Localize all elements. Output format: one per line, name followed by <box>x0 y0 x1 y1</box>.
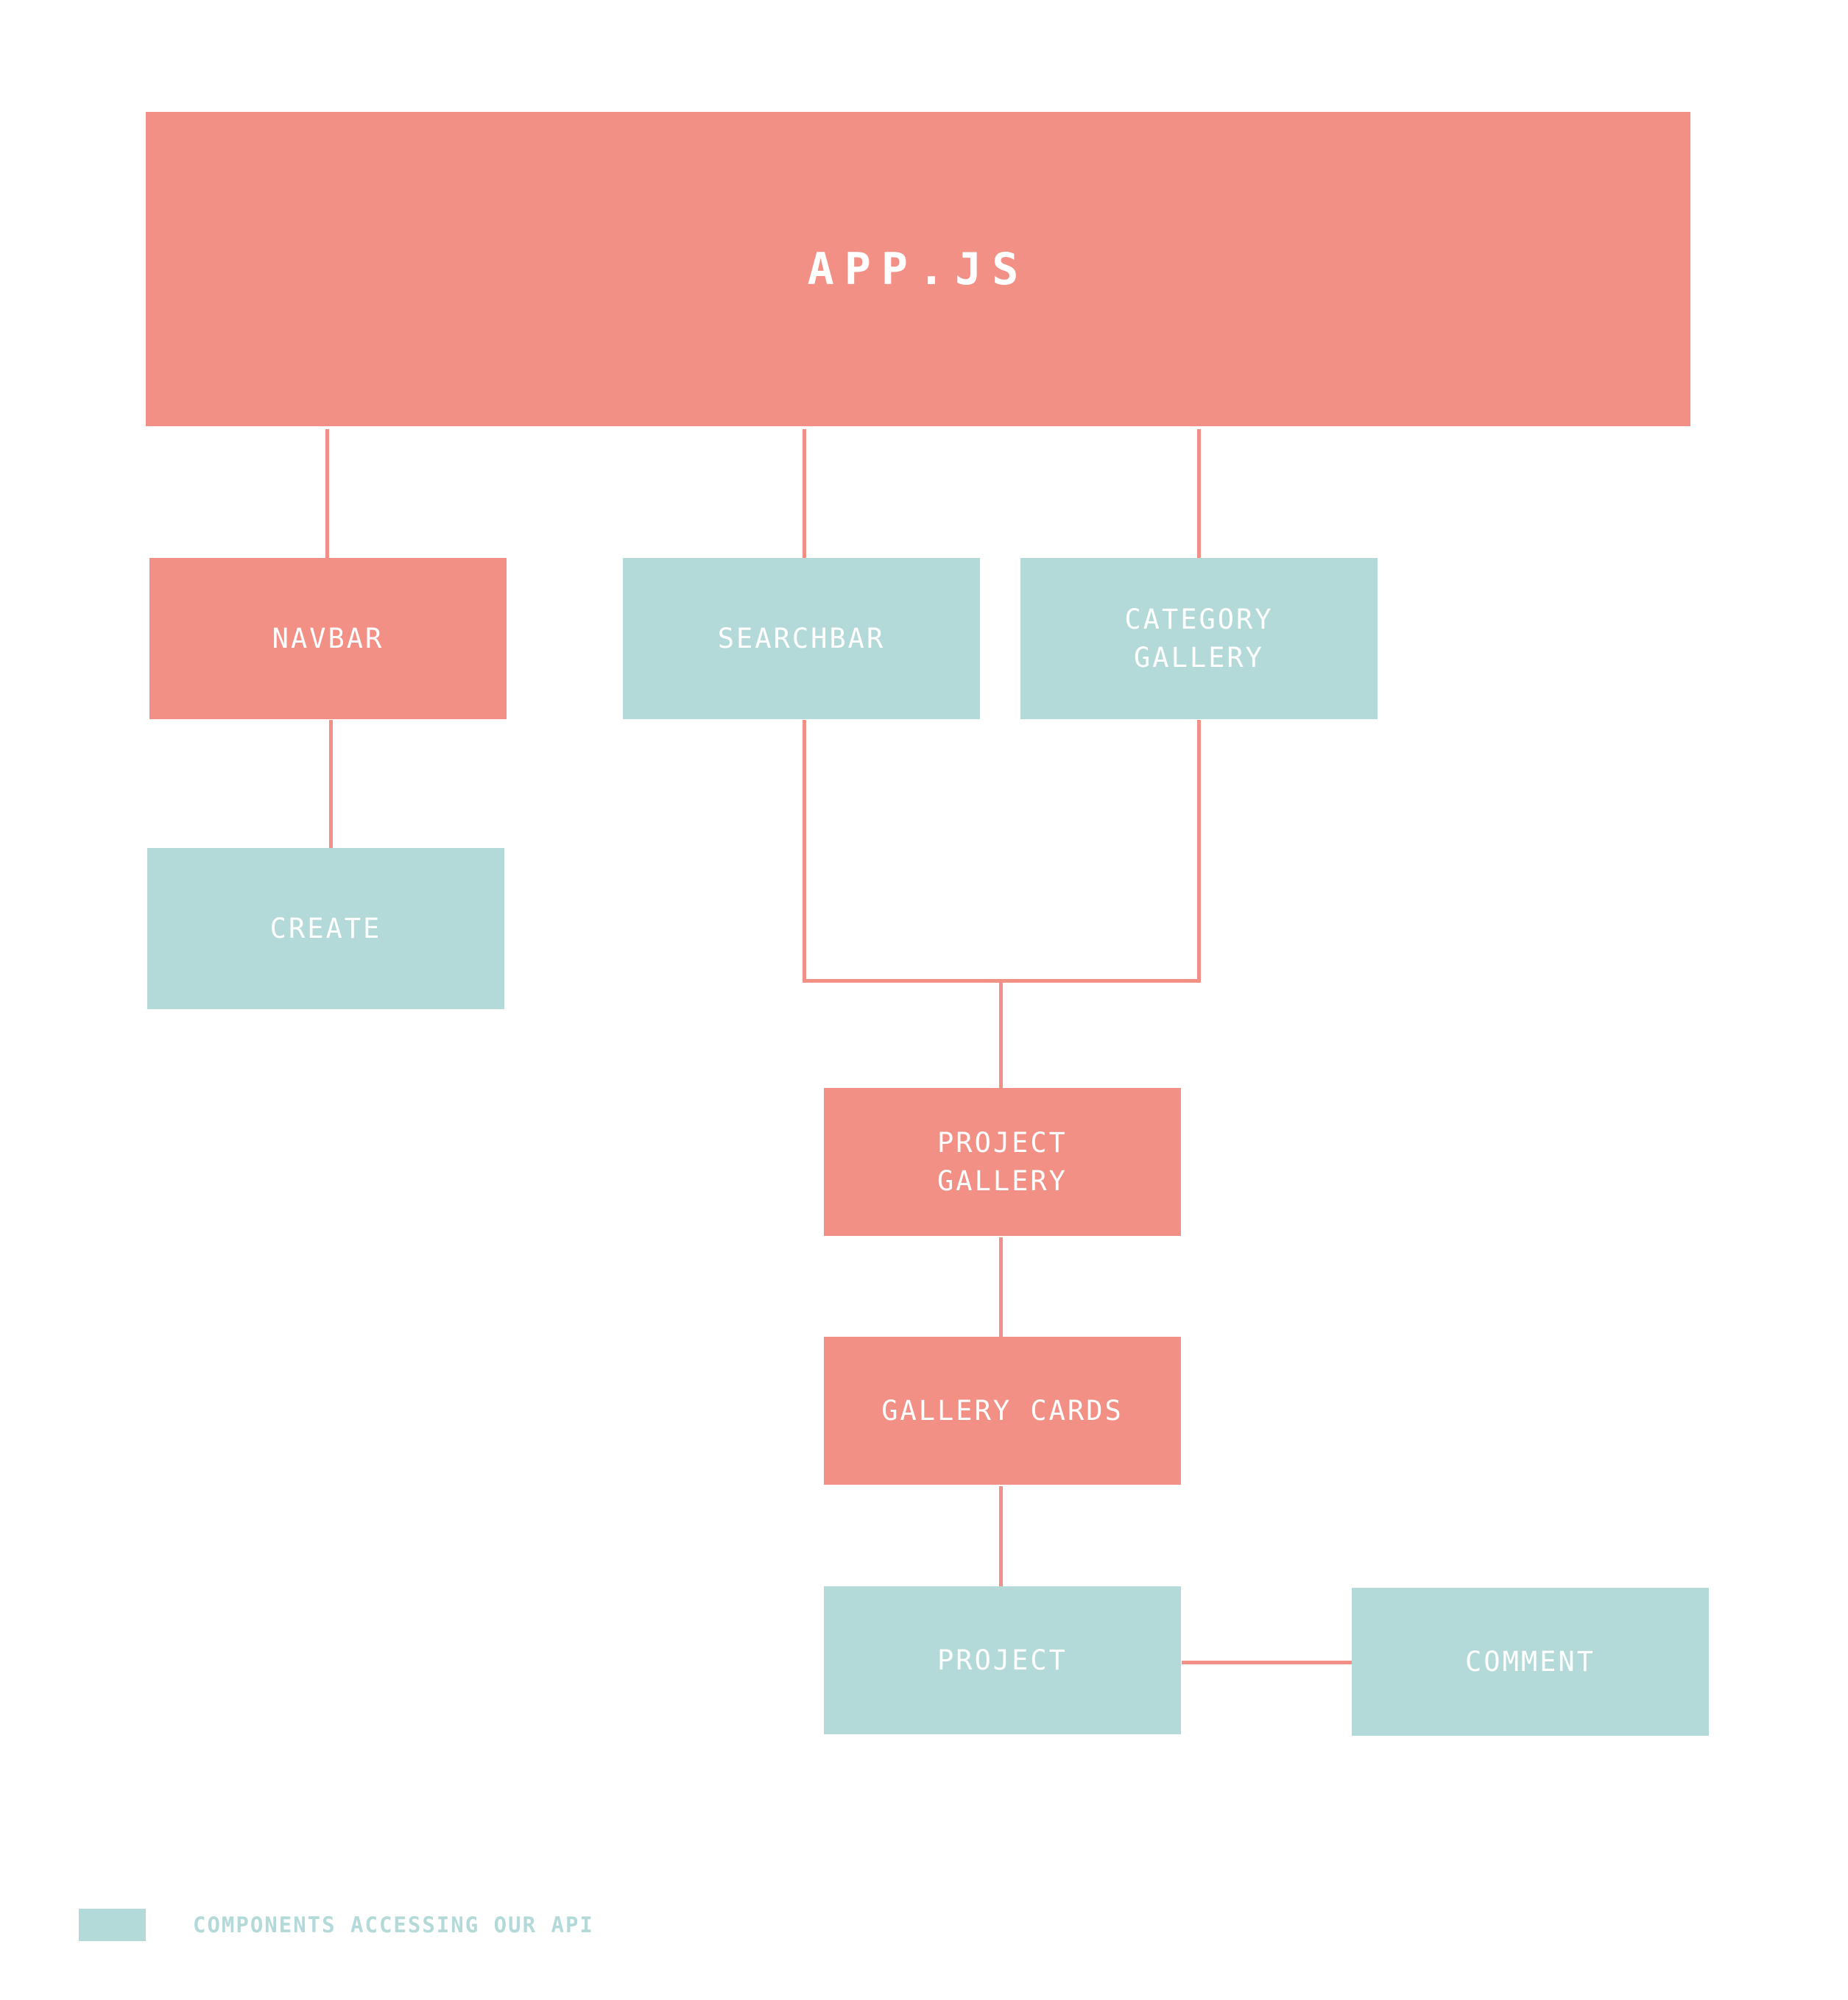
node-project-label: PROJECT <box>937 1644 1068 1676</box>
edge-navbar-create <box>329 720 333 849</box>
node-searchbar-label: SEARCHBAR <box>717 622 886 654</box>
edge-project-gallery-gallery-cards <box>999 1237 1003 1338</box>
node-category-gallery-label: CATEGORY GALLERY <box>1124 603 1274 674</box>
node-project-gallery-label: PROJECT GALLERY <box>937 1126 1068 1197</box>
edge-gallery-cards-project <box>999 1486 1003 1587</box>
node-category-gallery: CATEGORY GALLERY <box>1020 558 1378 719</box>
edge-project-comment <box>1182 1661 1353 1664</box>
node-gallery-cards-label: GALLERY CARDS <box>881 1394 1124 1427</box>
edge-merge-to-project-gallery <box>999 979 1003 1089</box>
edge-app-searchbar <box>803 429 806 559</box>
node-create-label: CREATE <box>269 912 382 944</box>
node-gallery-cards: GALLERY CARDS <box>824 1337 1181 1485</box>
node-app-js-label: APP.JS <box>807 243 1029 295</box>
node-comment: COMMENT <box>1352 1588 1709 1736</box>
node-searchbar: SEARCHBAR <box>623 558 980 719</box>
edge-category-gallery-down <box>1197 720 1201 983</box>
node-project: PROJECT <box>824 1586 1181 1734</box>
node-navbar-label: NAVBAR <box>272 622 384 654</box>
node-create: CREATE <box>147 848 504 1009</box>
legend-label: COMPONENTS ACCESSING OUR API <box>193 1912 594 1937</box>
edge-app-navbar <box>325 429 329 559</box>
legend-swatch <box>79 1909 146 1941</box>
node-project-gallery: PROJECT GALLERY <box>824 1088 1181 1236</box>
node-comment-label: COMMENT <box>1465 1645 1595 1678</box>
edge-app-category-gallery <box>1197 429 1201 559</box>
node-app-js: APP.JS <box>146 112 1690 426</box>
edge-searchbar-down <box>803 720 806 983</box>
node-navbar: NAVBAR <box>149 558 507 719</box>
